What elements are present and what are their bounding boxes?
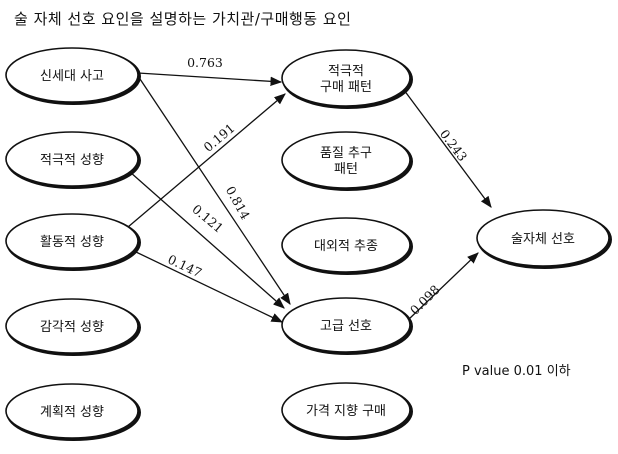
edge-arrow-n1-n6 bbox=[137, 72, 283, 87]
edge-arrow-n6-n11 bbox=[403, 89, 492, 208]
edge-arrow-n9-n11 bbox=[407, 252, 479, 321]
node-label-n9: 고급 선호 bbox=[320, 319, 372, 334]
node-n9: 고급 선호 bbox=[281, 297, 413, 355]
node-label-n2: 적극적 성향 bbox=[40, 153, 104, 168]
node-label-n11: 술자체 선호 bbox=[511, 232, 575, 247]
p-value-note: P value 0.01 이하 bbox=[462, 364, 571, 379]
node-ellipse-n9 bbox=[281, 297, 411, 353]
node-n2: 적극적 성향 bbox=[5, 131, 141, 189]
node-ellipse-n4 bbox=[5, 298, 139, 354]
node-n11: 술자체 선호 bbox=[476, 209, 612, 269]
node-ellipse-n10 bbox=[281, 382, 411, 438]
edge-arrow-n2-n9 bbox=[129, 171, 285, 309]
node-ellipse-n7 bbox=[281, 131, 411, 189]
node-ellipse-n1 bbox=[5, 47, 139, 103]
edge-label-n6-n11: 0.243 bbox=[437, 126, 471, 164]
edge-label-n9-n11: 0.098 bbox=[407, 282, 443, 318]
edge-label-n2-n9: 0.121 bbox=[189, 201, 226, 236]
node-n1: 신세대 사고 bbox=[5, 47, 141, 105]
node-ellipse-n2 bbox=[5, 131, 139, 187]
node-label-n6-line1: 적극적 bbox=[328, 64, 364, 79]
diagram-title: 술 자체 선호 요인을 설명하는 가치관/구매행동 요인 bbox=[14, 10, 352, 28]
node-ellipse-n8 bbox=[281, 217, 411, 273]
edge-arrow-n1-n9 bbox=[137, 75, 291, 305]
node-label-n7-line2: 패턴 bbox=[334, 162, 358, 177]
node-label-n1: 신세대 사고 bbox=[40, 69, 104, 84]
node-label-n7-line1: 품질 추구 bbox=[320, 146, 372, 161]
node-ellipse-n6 bbox=[281, 49, 411, 107]
node-ellipse-n5 bbox=[5, 383, 139, 439]
node-n3: 활동적 성향 bbox=[5, 213, 141, 271]
node-ellipse-n11 bbox=[476, 209, 610, 267]
node-label-n10: 가격 지향 구매 bbox=[306, 404, 386, 419]
node-n8: 대외적 추종 bbox=[281, 217, 413, 275]
node-label-n5: 계획적 성향 bbox=[40, 405, 104, 420]
node-n4: 감각적 성향 bbox=[5, 298, 141, 356]
edge-label-n1-n6: 0.763 bbox=[187, 55, 223, 70]
node-label-n3: 활동적 성향 bbox=[40, 235, 104, 250]
node-n5: 계획적 성향 bbox=[5, 383, 141, 441]
edge-arrow-n3-n6 bbox=[127, 93, 286, 228]
edge-label-n1-n9: 0.814 bbox=[223, 184, 253, 223]
node-ellipse-n3 bbox=[5, 213, 139, 269]
node-label-n6-line2: 구매 패턴 bbox=[320, 80, 372, 95]
edge-arrow-n3-n9 bbox=[135, 251, 284, 323]
node-label-n4: 감각적 성향 bbox=[40, 320, 104, 335]
node-n10: 가격 지향 구매 bbox=[281, 382, 413, 440]
node-label-n8: 대외적 추종 bbox=[314, 239, 378, 254]
